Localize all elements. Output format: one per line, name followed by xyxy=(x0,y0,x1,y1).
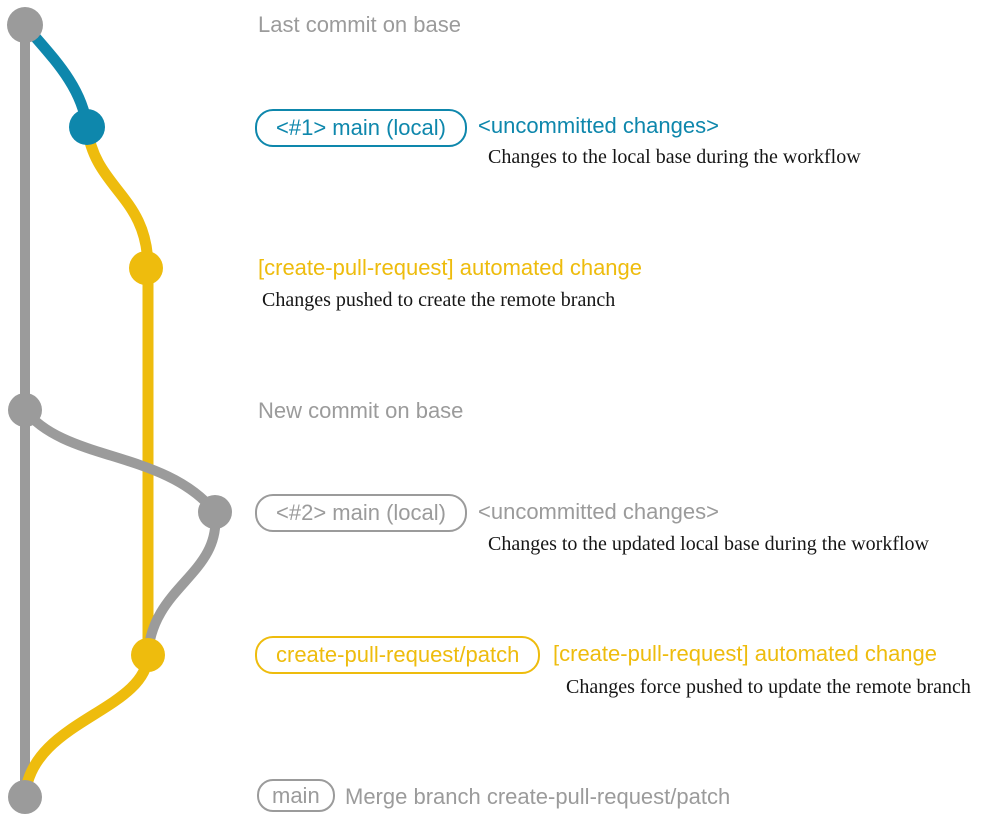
base-update-curve-1 xyxy=(20,405,220,517)
automated-change-commit-2-node xyxy=(131,638,165,672)
local-uncommitted-commit-2-node xyxy=(198,495,232,529)
uncommitted-changes-1-note: Changes to the local base during the wor… xyxy=(488,146,861,168)
automated-change-2-note: Changes force pushed to update the remot… xyxy=(566,676,971,698)
automated-change-commit-1-node xyxy=(129,251,163,285)
merge-commit-node xyxy=(8,780,42,814)
last-commit-on-base-label: Last commit on base xyxy=(258,12,461,37)
automated-change-2-label: [create-pull-request] automated change xyxy=(553,641,938,666)
base-update-curve-2 xyxy=(143,507,221,660)
new-commit-on-base-node xyxy=(8,393,42,427)
uncommitted-changes-2-label: <uncommitted changes> xyxy=(478,499,719,524)
main-local-1-branch-badge: <#1> main (local) xyxy=(255,109,467,147)
new-commit-on-base-label: New commit on base xyxy=(258,398,464,423)
automated-change-1-note: Changes pushed to create the remote bran… xyxy=(262,289,616,311)
merge-commit-label: Merge branch create-pull-request/patch xyxy=(345,784,731,809)
last-commit-on-base-node xyxy=(7,7,43,43)
create-pull-request-patch-branch-badge: create-pull-request/patch xyxy=(255,636,541,674)
uncommitted-changes-2-note: Changes to the updated local base during… xyxy=(488,533,929,555)
uncommitted-changes-1-label: <uncommitted changes> xyxy=(478,113,719,138)
automated-change-1-label: [create-pull-request] automated change xyxy=(258,255,643,280)
main-local-2-branch-badge: <#2> main (local) xyxy=(255,494,467,532)
local-uncommitted-commit-1-node xyxy=(69,109,105,145)
main-branch-badge: main xyxy=(257,779,335,812)
